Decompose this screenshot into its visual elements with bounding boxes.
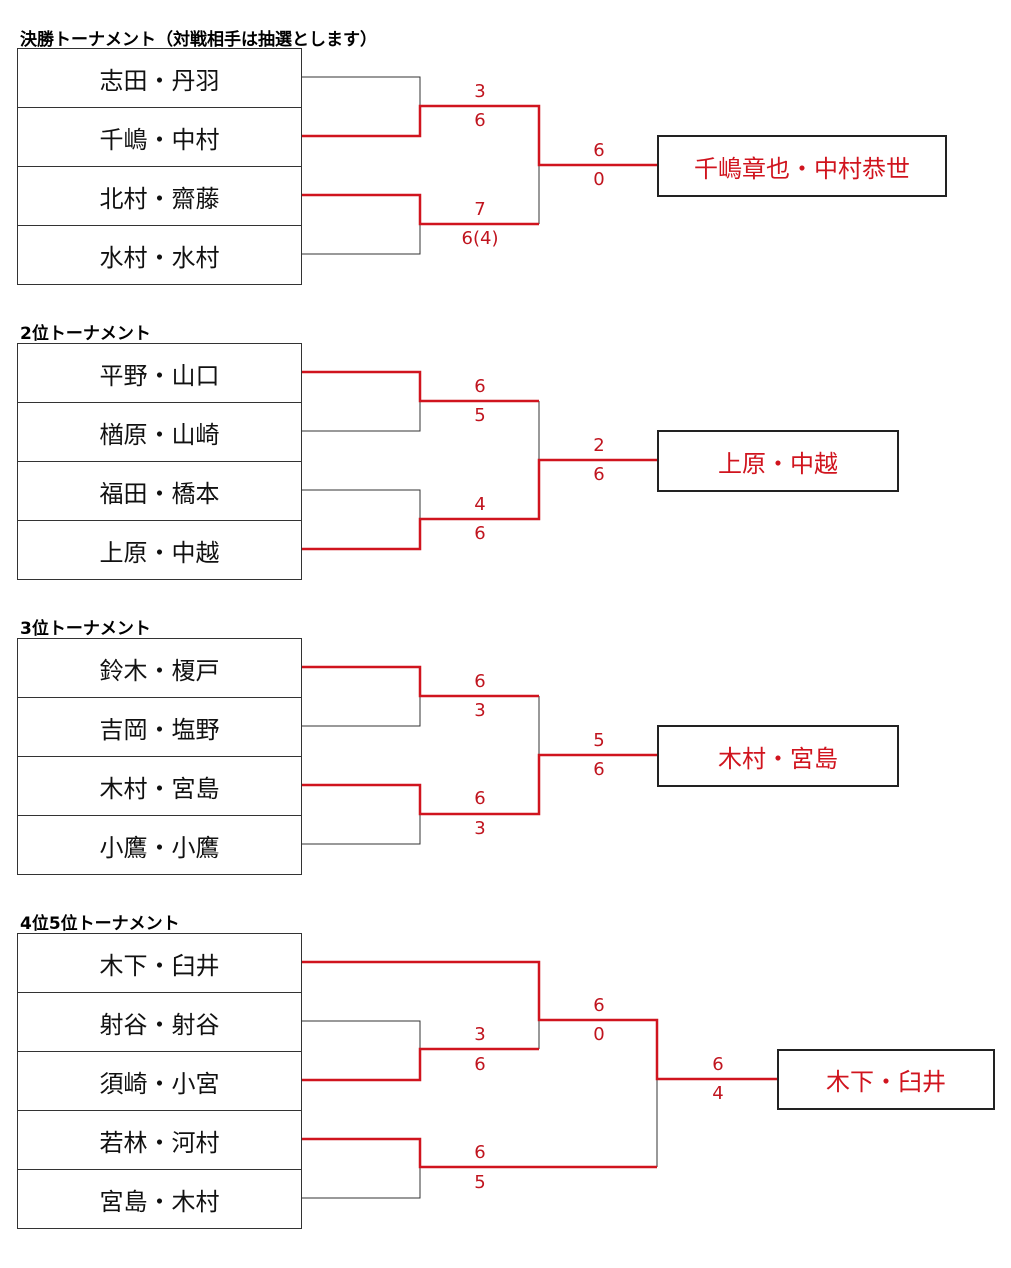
final-score: 0 <box>593 169 605 190</box>
score: 3 <box>474 81 486 102</box>
score: 6(4) <box>461 228 499 249</box>
bracket-1-lines <box>301 76 657 255</box>
team-box: 千嶋・中村 <box>17 107 302 167</box>
score: 6 <box>474 1142 486 1163</box>
final-score: 2 <box>593 435 605 456</box>
team-box: 平野・山口 <box>17 343 302 403</box>
bracket-2-lines <box>301 370 657 551</box>
section-title: 4位5位トーナメント <box>20 914 180 934</box>
score: 5 <box>474 405 486 426</box>
team-box: 福田・橋本 <box>17 461 302 521</box>
team-box: 上原・中越 <box>17 520 302 580</box>
bracket-3-lines <box>301 665 657 845</box>
score: 7 <box>474 199 486 220</box>
team-box: 水村・水村 <box>17 225 302 285</box>
section-title: 2位トーナメント <box>20 324 151 344</box>
score: 6 <box>474 110 486 131</box>
team-box: 志田・丹羽 <box>17 48 302 108</box>
winner-box: 上原・中越 <box>657 430 899 492</box>
winner-box: 千嶋章也・中村恭世 <box>657 135 947 197</box>
score: 4 <box>474 494 486 515</box>
team-box: 宮島・木村 <box>17 1169 302 1229</box>
team-box: 須崎・小宮 <box>17 1051 302 1111</box>
score: 6 <box>474 376 486 397</box>
score: 6 <box>474 1054 486 1075</box>
team-box: 鈴木・榎戸 <box>17 638 302 698</box>
score: 3 <box>474 700 486 721</box>
score: 6 <box>474 671 486 692</box>
final-score: 4 <box>712 1083 724 1104</box>
team-box: 射谷・射谷 <box>17 992 302 1052</box>
score: 3 <box>474 1024 486 1045</box>
section-title: 決勝トーナメント（対戦相手は抽選とします） <box>20 30 377 50</box>
team-box: 吉岡・塩野 <box>17 697 302 757</box>
score: 5 <box>474 1172 486 1193</box>
winner-box: 木村・宮島 <box>657 725 899 787</box>
winner-box: 木下・臼井 <box>777 1049 995 1110</box>
team-box: 木村・宮島 <box>17 756 302 816</box>
bracket-4-lines <box>301 960 777 1199</box>
semi-score: 0 <box>593 1024 605 1045</box>
team-box: 若林・河村 <box>17 1110 302 1170</box>
final-score: 6 <box>593 140 605 161</box>
team-box: 木下・臼井 <box>17 933 302 993</box>
semi-score: 6 <box>593 995 605 1016</box>
final-score: 5 <box>593 730 605 751</box>
score: 6 <box>474 523 486 544</box>
team-box: 北村・齋藤 <box>17 166 302 226</box>
team-box: 楢原・山崎 <box>17 402 302 462</box>
final-score: 6 <box>712 1054 724 1075</box>
score: 3 <box>474 818 486 839</box>
final-score: 6 <box>593 759 605 780</box>
final-score: 6 <box>593 464 605 485</box>
score: 6 <box>474 788 486 809</box>
team-box: 小鷹・小鷹 <box>17 815 302 875</box>
section-title: 3位トーナメント <box>20 619 151 639</box>
